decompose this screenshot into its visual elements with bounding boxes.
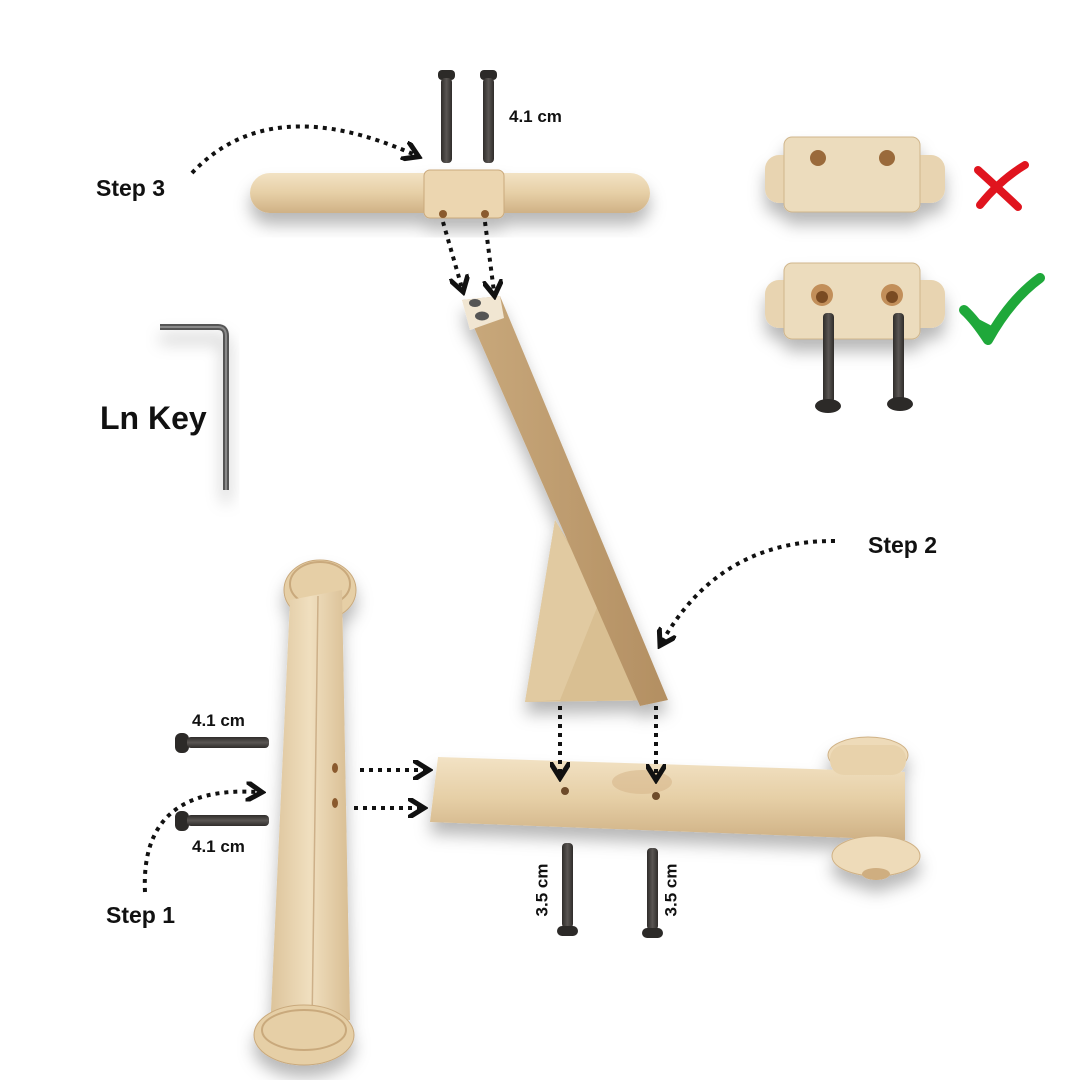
handle-screw-length: 4.1 cm <box>509 107 562 126</box>
step-2-label: Step 2 <box>868 532 938 558</box>
base-screw-left-length: 3.5 cm <box>532 863 552 917</box>
check-mark-icon <box>959 273 1045 345</box>
cross-mark-icon <box>974 161 1029 211</box>
orientation-correct-screws <box>815 313 913 413</box>
axle-screws <box>175 733 269 831</box>
step-3-label: Step 3 <box>96 175 166 201</box>
axle-screw-bottom-length: 4.1 cm <box>192 837 245 856</box>
step-1-label: Step 1 <box>106 902 176 928</box>
base-screws <box>557 843 663 938</box>
allen-key-graphic <box>160 324 229 490</box>
base-screw-right-length: 3.5 cm <box>661 863 681 917</box>
orientation-wrong-block <box>765 136 945 213</box>
dotted-arrows <box>142 124 836 893</box>
orientation-correct-block <box>765 262 945 340</box>
handlebar <box>250 169 650 219</box>
axle-screw-top-length: 4.1 cm <box>192 711 245 730</box>
front-axle-post <box>253 559 357 1066</box>
base-board <box>430 736 921 880</box>
steering-stem <box>462 296 668 706</box>
handle-screws <box>438 70 497 163</box>
allen-key-label: Ln Key <box>100 400 207 436</box>
